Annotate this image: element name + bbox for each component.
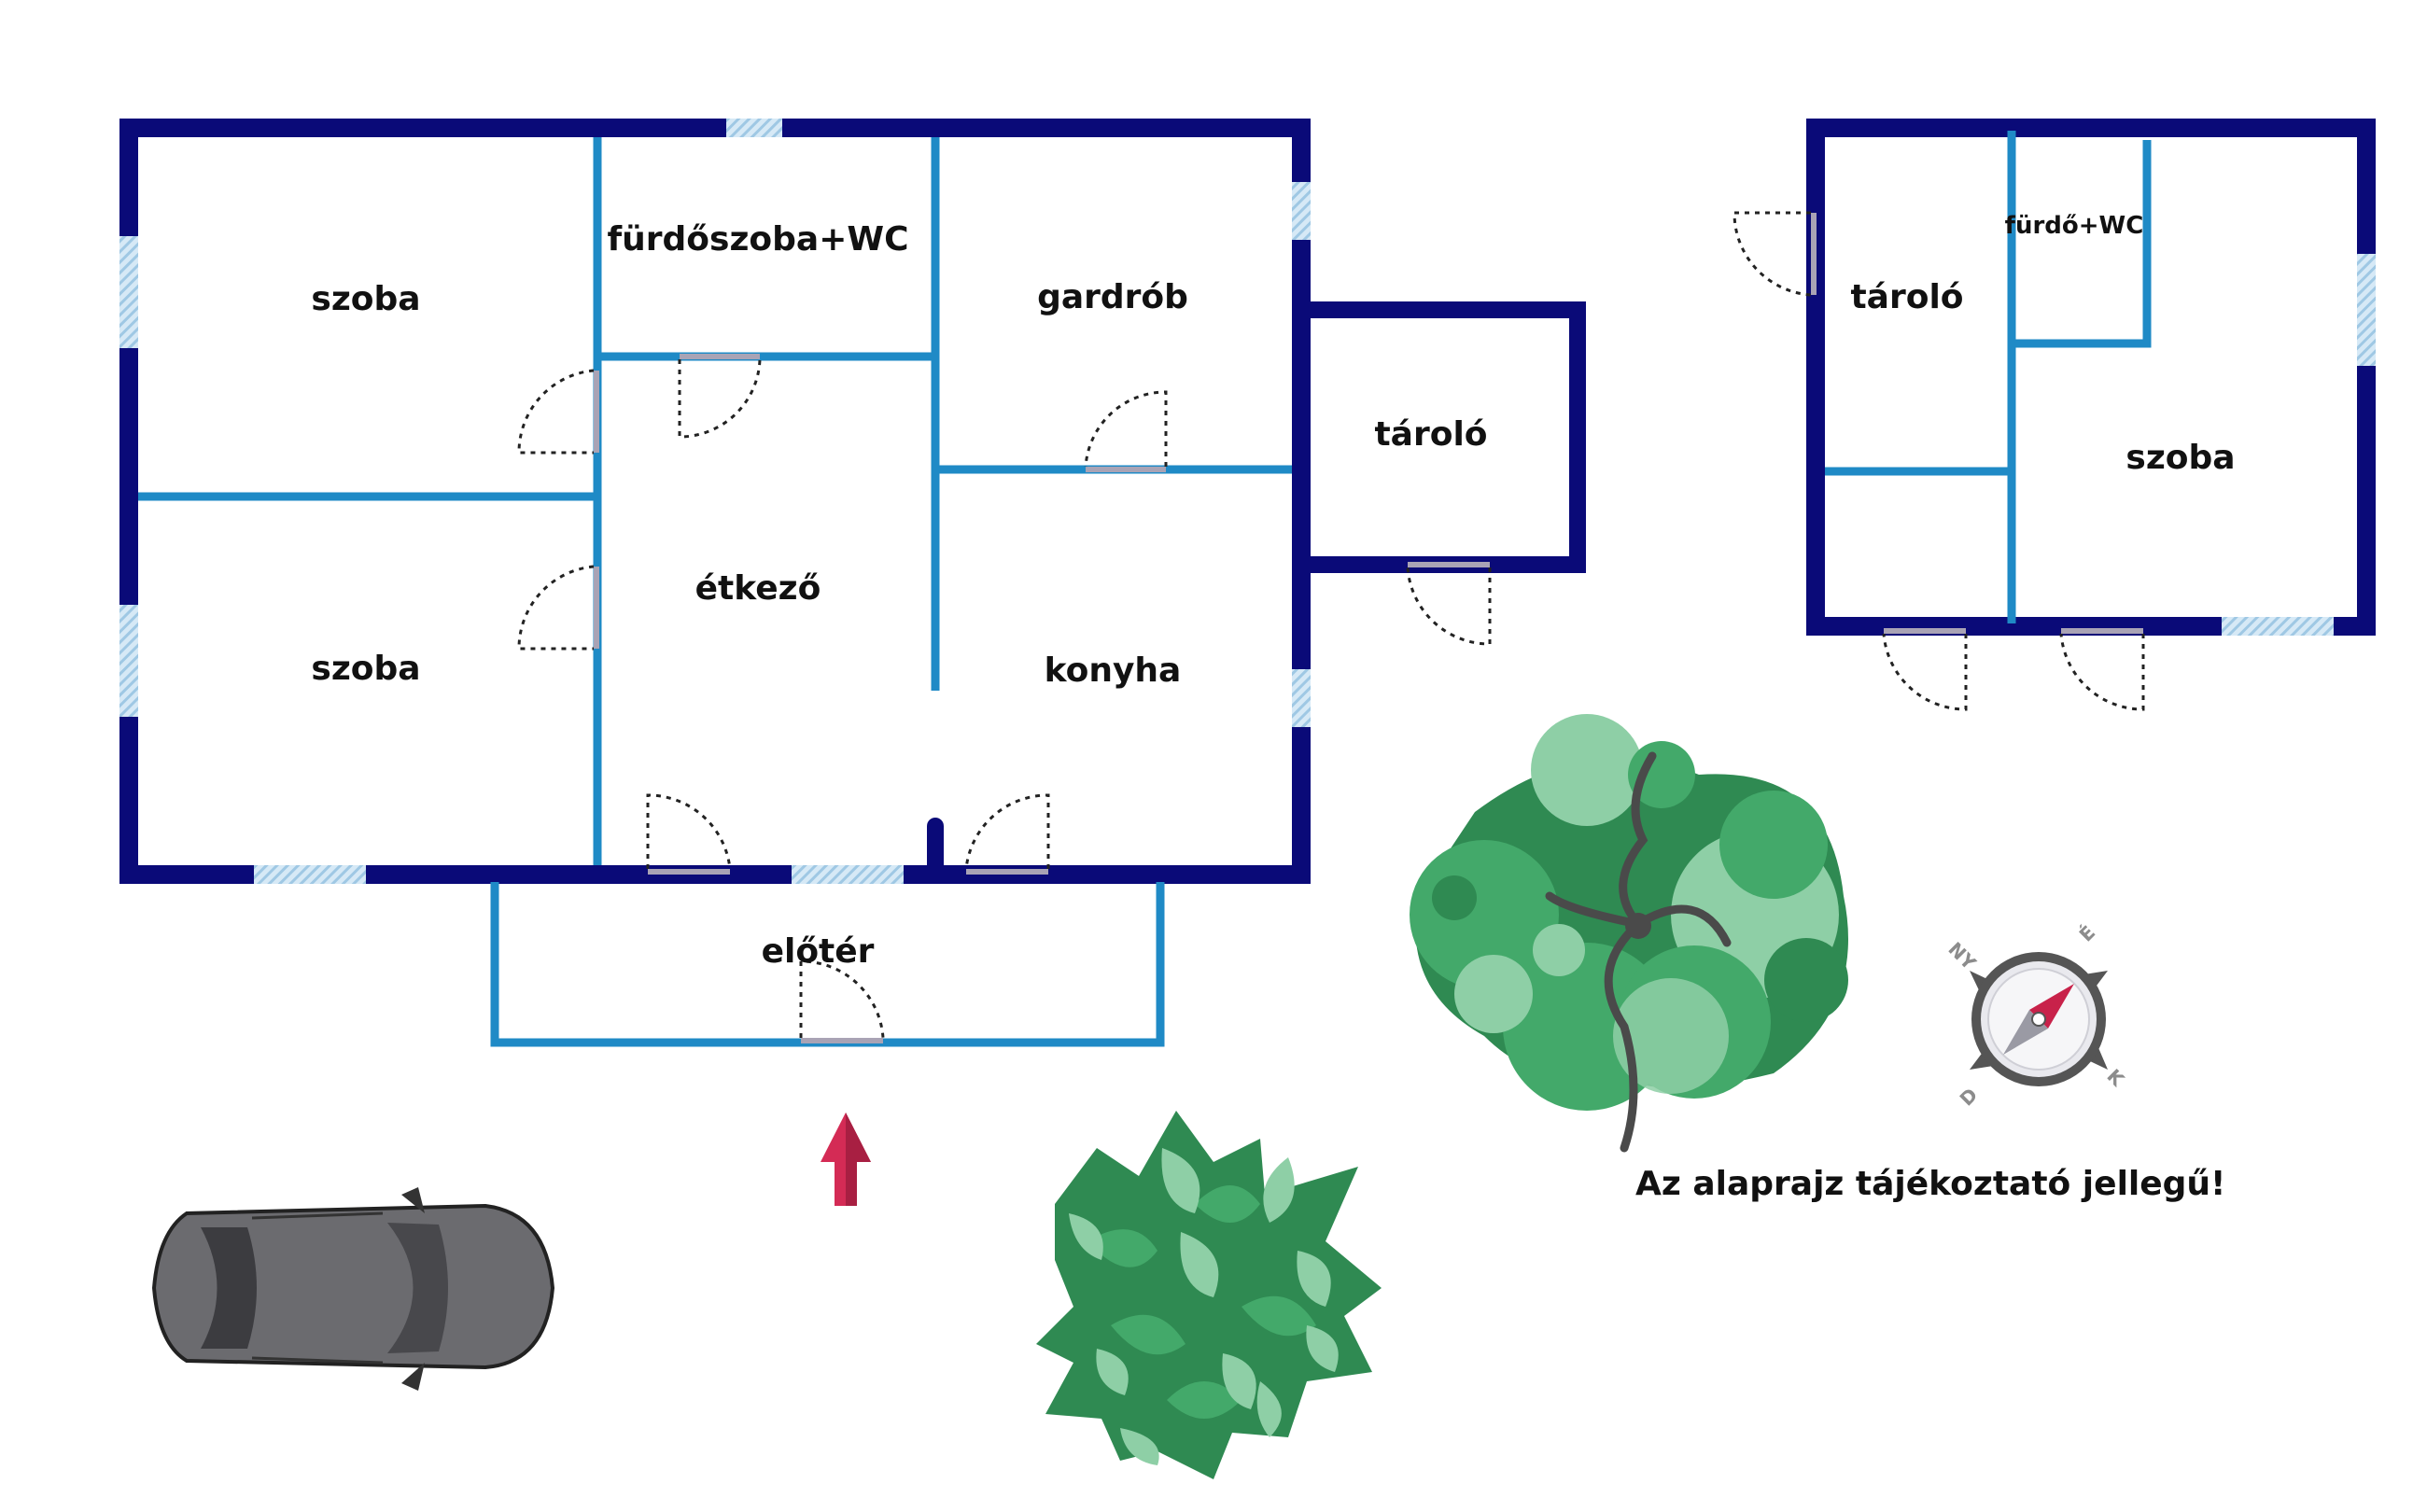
compass-label-ny: NY bbox=[1943, 938, 1980, 974]
door-icon bbox=[1733, 211, 2145, 711]
main-house: szoba szoba fürdőszoba+WC gardrób étkező… bbox=[119, 119, 1586, 1047]
annex-outer-wall bbox=[1806, 119, 2376, 636]
room-label-szoba-1: szoba bbox=[311, 280, 420, 318]
room-label-dining: étkező bbox=[695, 569, 821, 608]
disclaimer-note: Az alaprajz tájékoztató jellegű! bbox=[1635, 1165, 2225, 1203]
room-label-bathroom: fürdőszoba+WC bbox=[607, 220, 908, 259]
room-label-kitchen: konyha bbox=[1045, 651, 1182, 690]
room-label-annex-bathroom: fürdő+WC bbox=[2005, 212, 2144, 240]
room-label-szoba-2: szoba bbox=[311, 650, 420, 688]
compass-label-e: É bbox=[2075, 921, 2100, 946]
door-icon bbox=[517, 354, 1492, 1043]
room-label-wardrobe: gardrób bbox=[1037, 278, 1188, 316]
bush-icon bbox=[1036, 1111, 1382, 1479]
room-label-entry: előtér bbox=[762, 932, 875, 971]
car-icon bbox=[151, 1187, 555, 1391]
compass-icon: NY É D K bbox=[1943, 921, 2129, 1111]
window-icon bbox=[2222, 254, 2376, 636]
annex-building: tároló fürdő+WC szoba bbox=[1733, 119, 2376, 711]
room-label-annex-room: szoba bbox=[2125, 439, 2235, 477]
entrance-arrow-icon bbox=[821, 1113, 871, 1206]
tree-icon bbox=[1410, 714, 1848, 1153]
room-label-annex-storage: tároló bbox=[1850, 278, 1963, 316]
compass-label-d: D bbox=[1956, 1084, 1983, 1111]
room-label-storage: tároló bbox=[1374, 415, 1487, 454]
window-icon bbox=[119, 119, 1311, 884]
annex-inner-walls bbox=[1816, 131, 2152, 623]
